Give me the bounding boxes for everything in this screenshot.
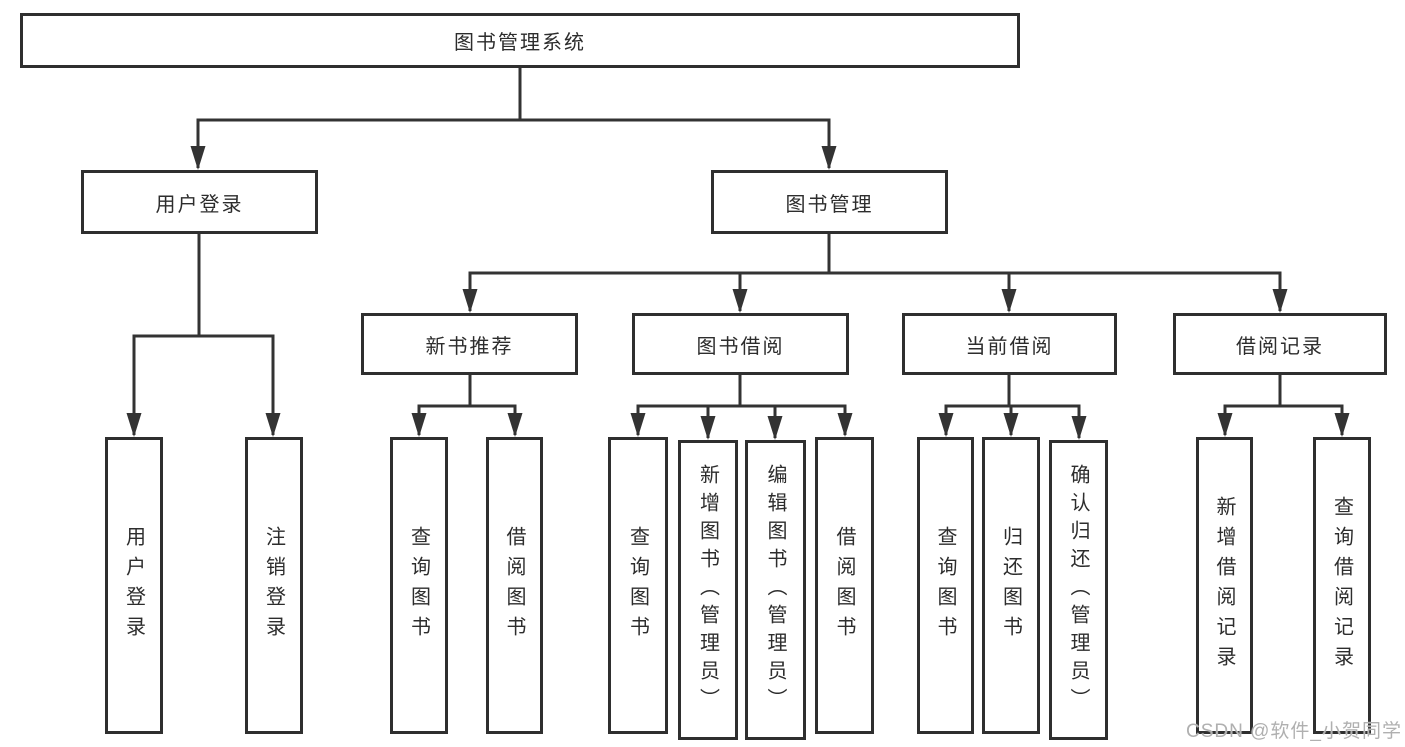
node-label: 新书推荐 [425, 335, 514, 358]
node-label: 用户登录 [155, 193, 244, 216]
node-system-root: 图书管理系统 [20, 13, 1020, 68]
arrow-down-icon [732, 289, 748, 313]
node-current-borrow: 当前借阅 [902, 313, 1117, 375]
leaf-user-login: 用户登录 [105, 437, 163, 734]
node-label: 新增图书（管理员） [696, 464, 719, 716]
leaf-borrow-query-books: 查询图书 [608, 437, 668, 734]
node-book-borrow: 图书借阅 [632, 313, 849, 375]
node-label: 查询图书 [407, 525, 430, 646]
node-label: 用户登录 [122, 525, 145, 646]
arrow-down-icon [126, 413, 142, 437]
leaf-borrow-add-books-admin: 新增图书（管理员） [678, 440, 738, 740]
node-borrow-records: 借阅记录 [1173, 313, 1387, 375]
node-new-book-recommend: 新书推荐 [361, 313, 578, 375]
arrow-down-icon [938, 413, 954, 437]
arrow-down-icon [630, 413, 646, 437]
leaf-records-add-record: 新增借阅记录 [1196, 437, 1253, 734]
node-label: 图书管理系统 [454, 32, 586, 54]
leaf-current-confirm-return-admin: 确认归还（管理员） [1049, 440, 1108, 740]
arrow-down-icon [507, 413, 523, 437]
node-book-management: 图书管理 [711, 170, 948, 234]
leaf-recommend-query-books: 查询图书 [390, 437, 448, 734]
node-label: 借阅记录 [1236, 335, 1324, 358]
node-label: 查询图书 [626, 525, 649, 646]
leaf-current-return-books: 归还图书 [982, 437, 1040, 734]
connector-lines [132, 68, 1344, 438]
node-label: 新增借阅记录 [1213, 495, 1235, 676]
node-label: 注销登录 [262, 525, 285, 646]
arrow-down-icon [1071, 416, 1087, 440]
node-label: 编辑图书（管理员） [764, 464, 786, 716]
node-label: 确认归还（管理员） [1067, 464, 1089, 716]
arrow-down-icon [767, 416, 783, 440]
node-label: 当前借阅 [965, 335, 1054, 358]
arrow-down-icon [1217, 413, 1233, 437]
node-label: 借阅图书 [503, 525, 525, 646]
leaf-borrow-edit-books-admin: 编辑图书（管理员） [745, 440, 806, 740]
arrowheads [126, 146, 1350, 440]
arrow-down-icon [1334, 413, 1350, 437]
node-label: 借阅图书 [833, 525, 855, 646]
leaf-recommend-borrow-books: 借阅图书 [486, 437, 543, 734]
arrow-down-icon [837, 413, 853, 437]
arrow-down-icon [190, 146, 206, 170]
node-user-login: 用户登录 [81, 170, 318, 234]
node-label: 图书管理 [785, 193, 874, 216]
node-label: 归还图书 [999, 525, 1022, 646]
node-label: 查询借阅记录 [1330, 495, 1353, 676]
node-label: 查询图书 [934, 525, 956, 646]
arrow-down-icon [821, 146, 837, 170]
arrow-down-icon [462, 289, 478, 313]
leaf-borrow-borrow-books: 借阅图书 [815, 437, 874, 734]
arrow-down-icon [700, 416, 716, 440]
leaf-logout: 注销登录 [245, 437, 303, 734]
leaf-records-query-record: 查询借阅记录 [1313, 437, 1371, 734]
arrow-down-icon [1001, 289, 1017, 313]
watermark: CSDN @软件_小贺同学 [1186, 721, 1402, 742]
arrow-down-icon [265, 413, 281, 437]
arrow-down-icon [1272, 289, 1288, 313]
arrow-down-icon [1003, 413, 1019, 437]
node-label: 图书借阅 [696, 335, 785, 358]
arrow-down-icon [411, 413, 427, 437]
leaf-current-query-books: 查询图书 [917, 437, 974, 734]
